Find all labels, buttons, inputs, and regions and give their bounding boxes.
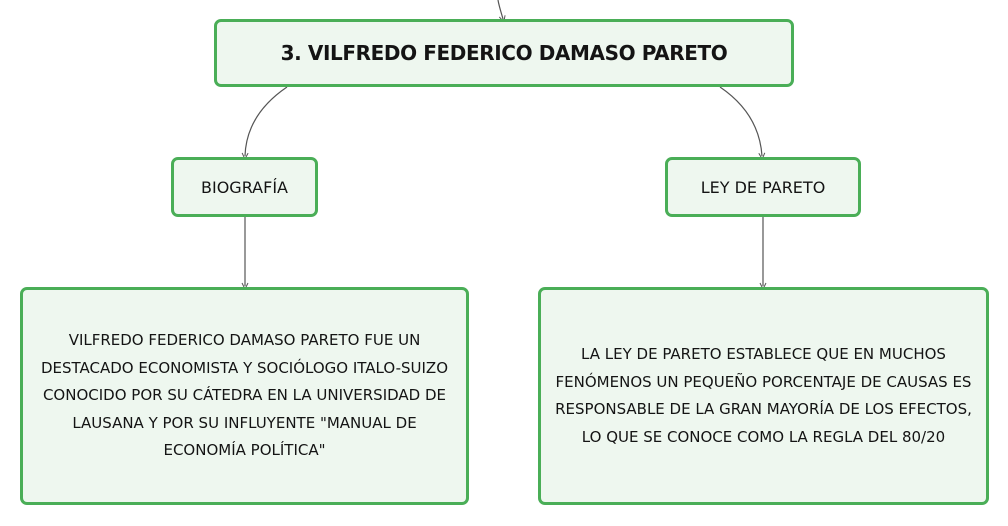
connector-root-to-biography — [245, 86, 288, 156]
pareto-law-description-node[interactable]: LA LEY DE PARETO ESTABLECE QUE EN MUCHOS… — [538, 287, 989, 505]
root-topic-node[interactable]: 3. VILFREDO FEDERICO DAMASO PARETO — [214, 19, 794, 87]
biography-description-text: VILFREDO FEDERICO DAMASO PARETO FUE UN D… — [40, 331, 449, 460]
pareto-law-topic-label: LEY DE PARETO — [700, 177, 826, 197]
pareto-law-description-text: LA LEY DE PARETO ESTABLECE QUE EN MUCHOS… — [555, 345, 972, 446]
root-topic-title: 3. VILFREDO FEDERICO DAMASO PARETO — [280, 41, 728, 65]
biography-description-node[interactable]: VILFREDO FEDERICO DAMASO PARETO FUE UN D… — [20, 287, 469, 505]
biography-topic-node[interactable]: BIOGRAFÍA — [171, 157, 318, 217]
pareto-law-topic-node[interactable]: LEY DE PARETO — [665, 157, 861, 217]
connector-root-to-pareto-law — [719, 86, 762, 156]
connector-parent-to-root — [497, 0, 503, 19]
biography-topic-label: BIOGRAFÍA — [201, 177, 288, 197]
